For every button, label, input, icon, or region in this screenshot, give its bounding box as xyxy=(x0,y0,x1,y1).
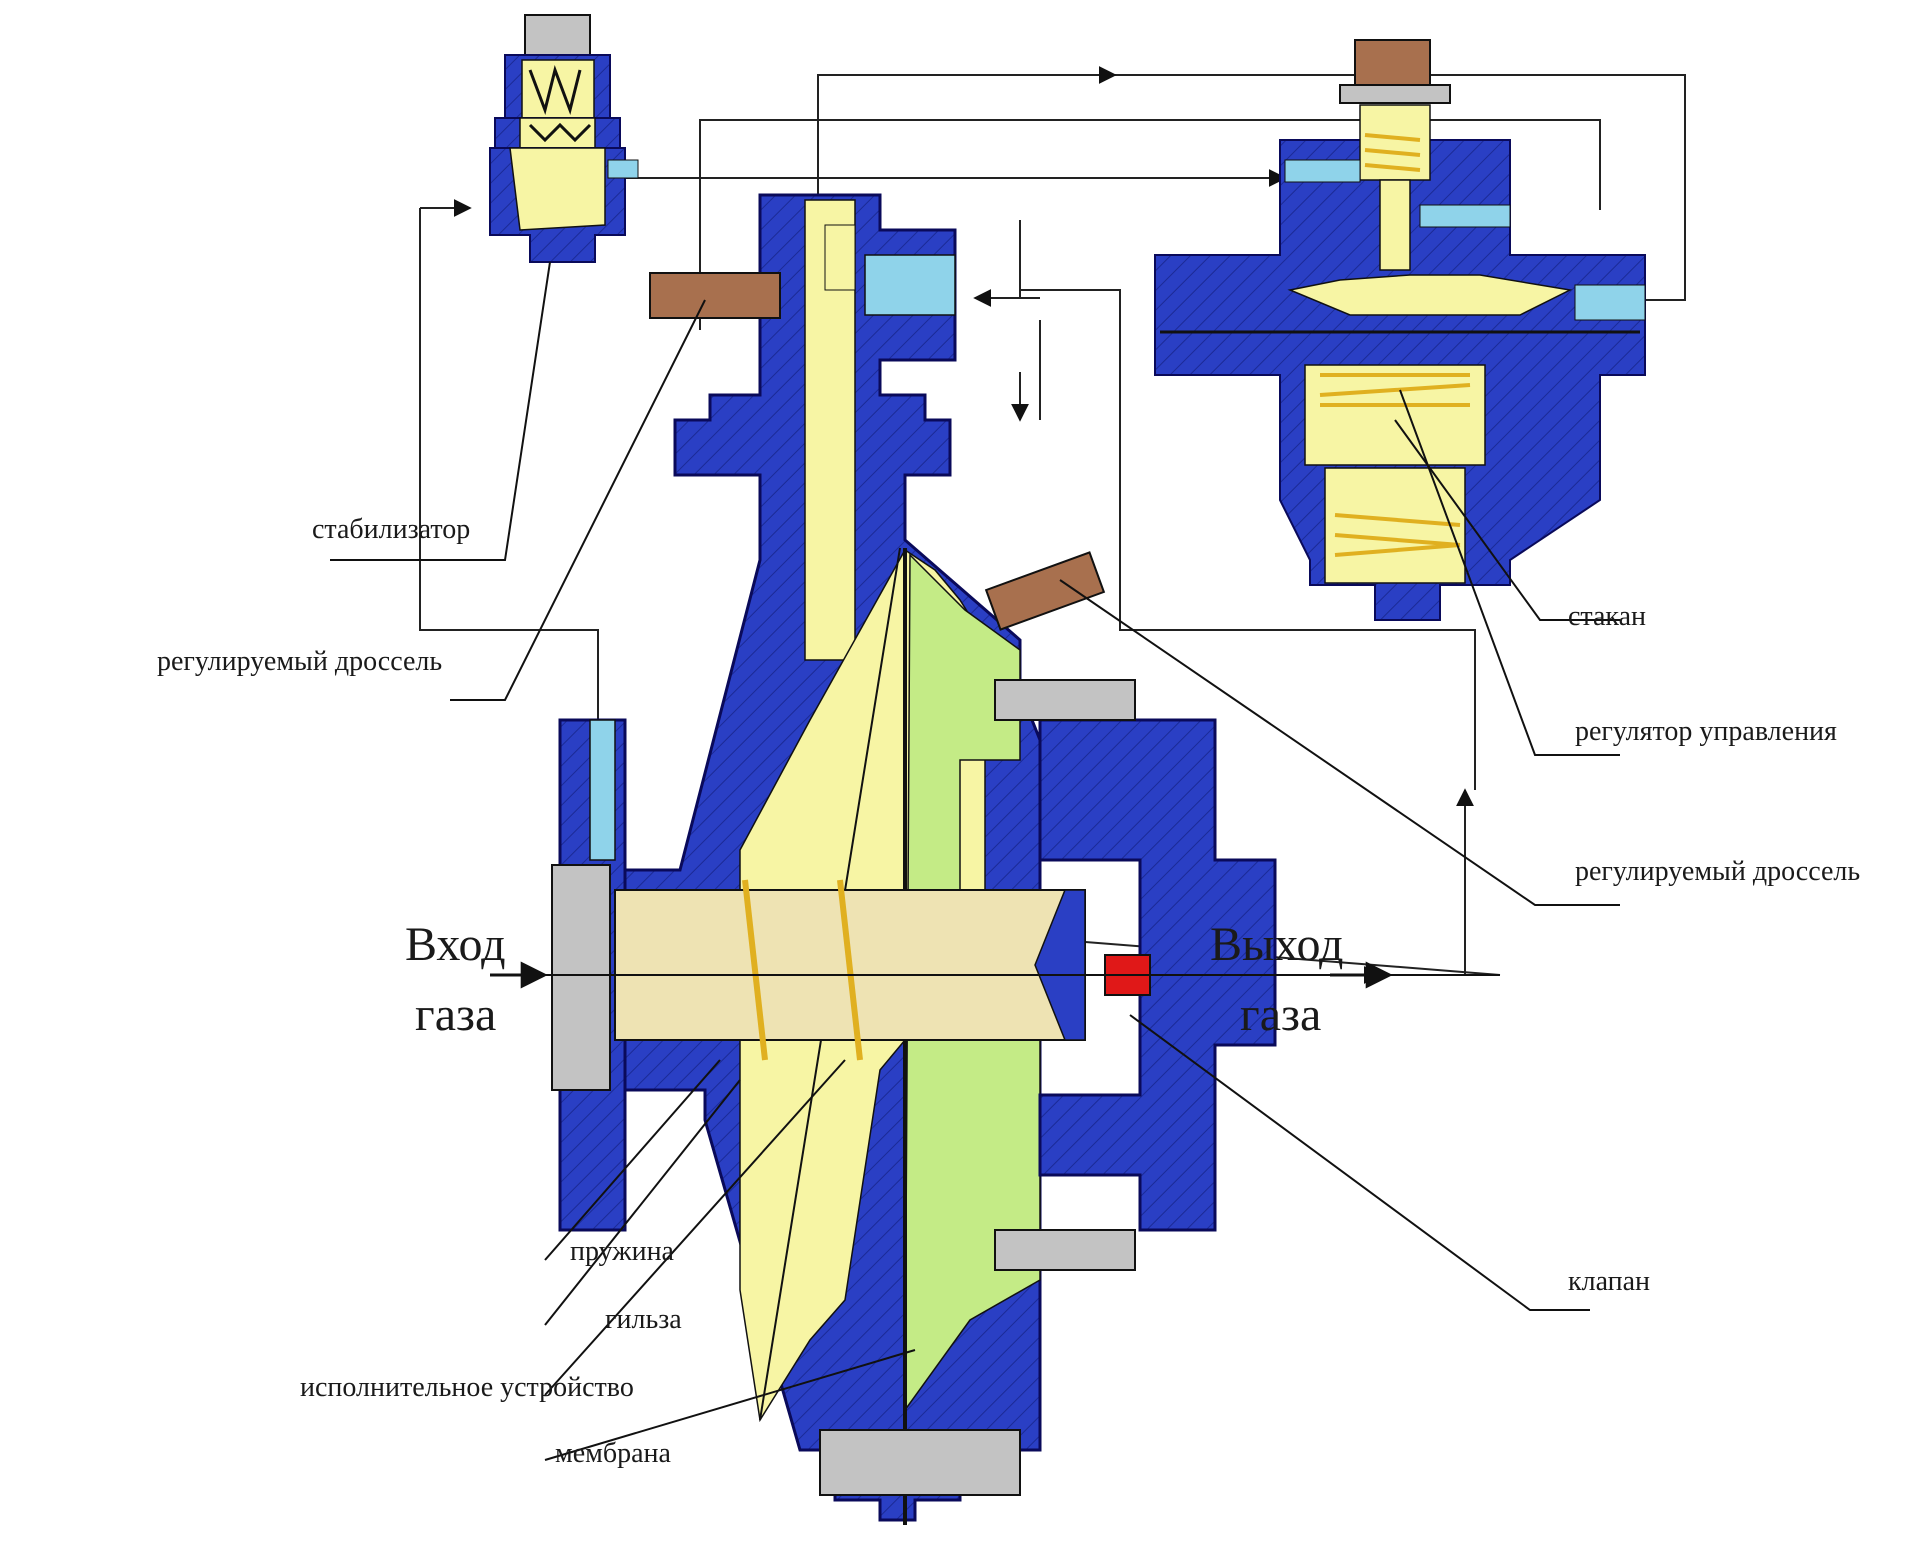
control-regulator-lower-spring-icon xyxy=(1334,513,1461,557)
control-regulator-unit xyxy=(1154,39,1646,621)
stabilizer-spring-icon xyxy=(528,64,582,116)
outlet-label-line1: Выход xyxy=(1210,918,1343,971)
inlet-label-line1: Вход xyxy=(405,918,506,971)
label-throttle-right: регулируемый дроссель xyxy=(1575,856,1860,887)
throttle-right xyxy=(984,551,1106,631)
label-sleeve: гильза xyxy=(605,1304,682,1335)
bolt-top xyxy=(994,679,1136,721)
label-membrane: мембрана xyxy=(555,1438,672,1469)
throttle-left xyxy=(649,272,781,319)
label-cup: стакан xyxy=(1568,601,1646,632)
bolt-bottom xyxy=(994,1229,1136,1271)
spring-coil-2 xyxy=(837,879,863,1061)
leader-lines xyxy=(330,261,1620,1461)
stabilizer-unit xyxy=(489,14,639,263)
label-spring: пружина xyxy=(570,1236,675,1267)
outlet-label-line2: газа xyxy=(1240,988,1321,1041)
label-control-regulator: регулятор управления xyxy=(1575,716,1837,747)
main-regulator-body xyxy=(490,193,1500,1525)
bolt-base xyxy=(819,1429,1021,1496)
control-regulator-middle-spring-icon xyxy=(1319,373,1471,407)
control-regulator-upper-spring-icon xyxy=(1364,133,1421,172)
inlet-label-line2: газа xyxy=(415,988,496,1041)
spring-coil-1 xyxy=(742,879,768,1061)
label-throttle-left: регулируемый дроссель xyxy=(157,646,442,677)
label-valve: клапан xyxy=(1568,1266,1650,1297)
label-stabilizer: стабилизатор xyxy=(312,514,470,545)
label-actuator: исполнительное устройство xyxy=(300,1372,634,1403)
